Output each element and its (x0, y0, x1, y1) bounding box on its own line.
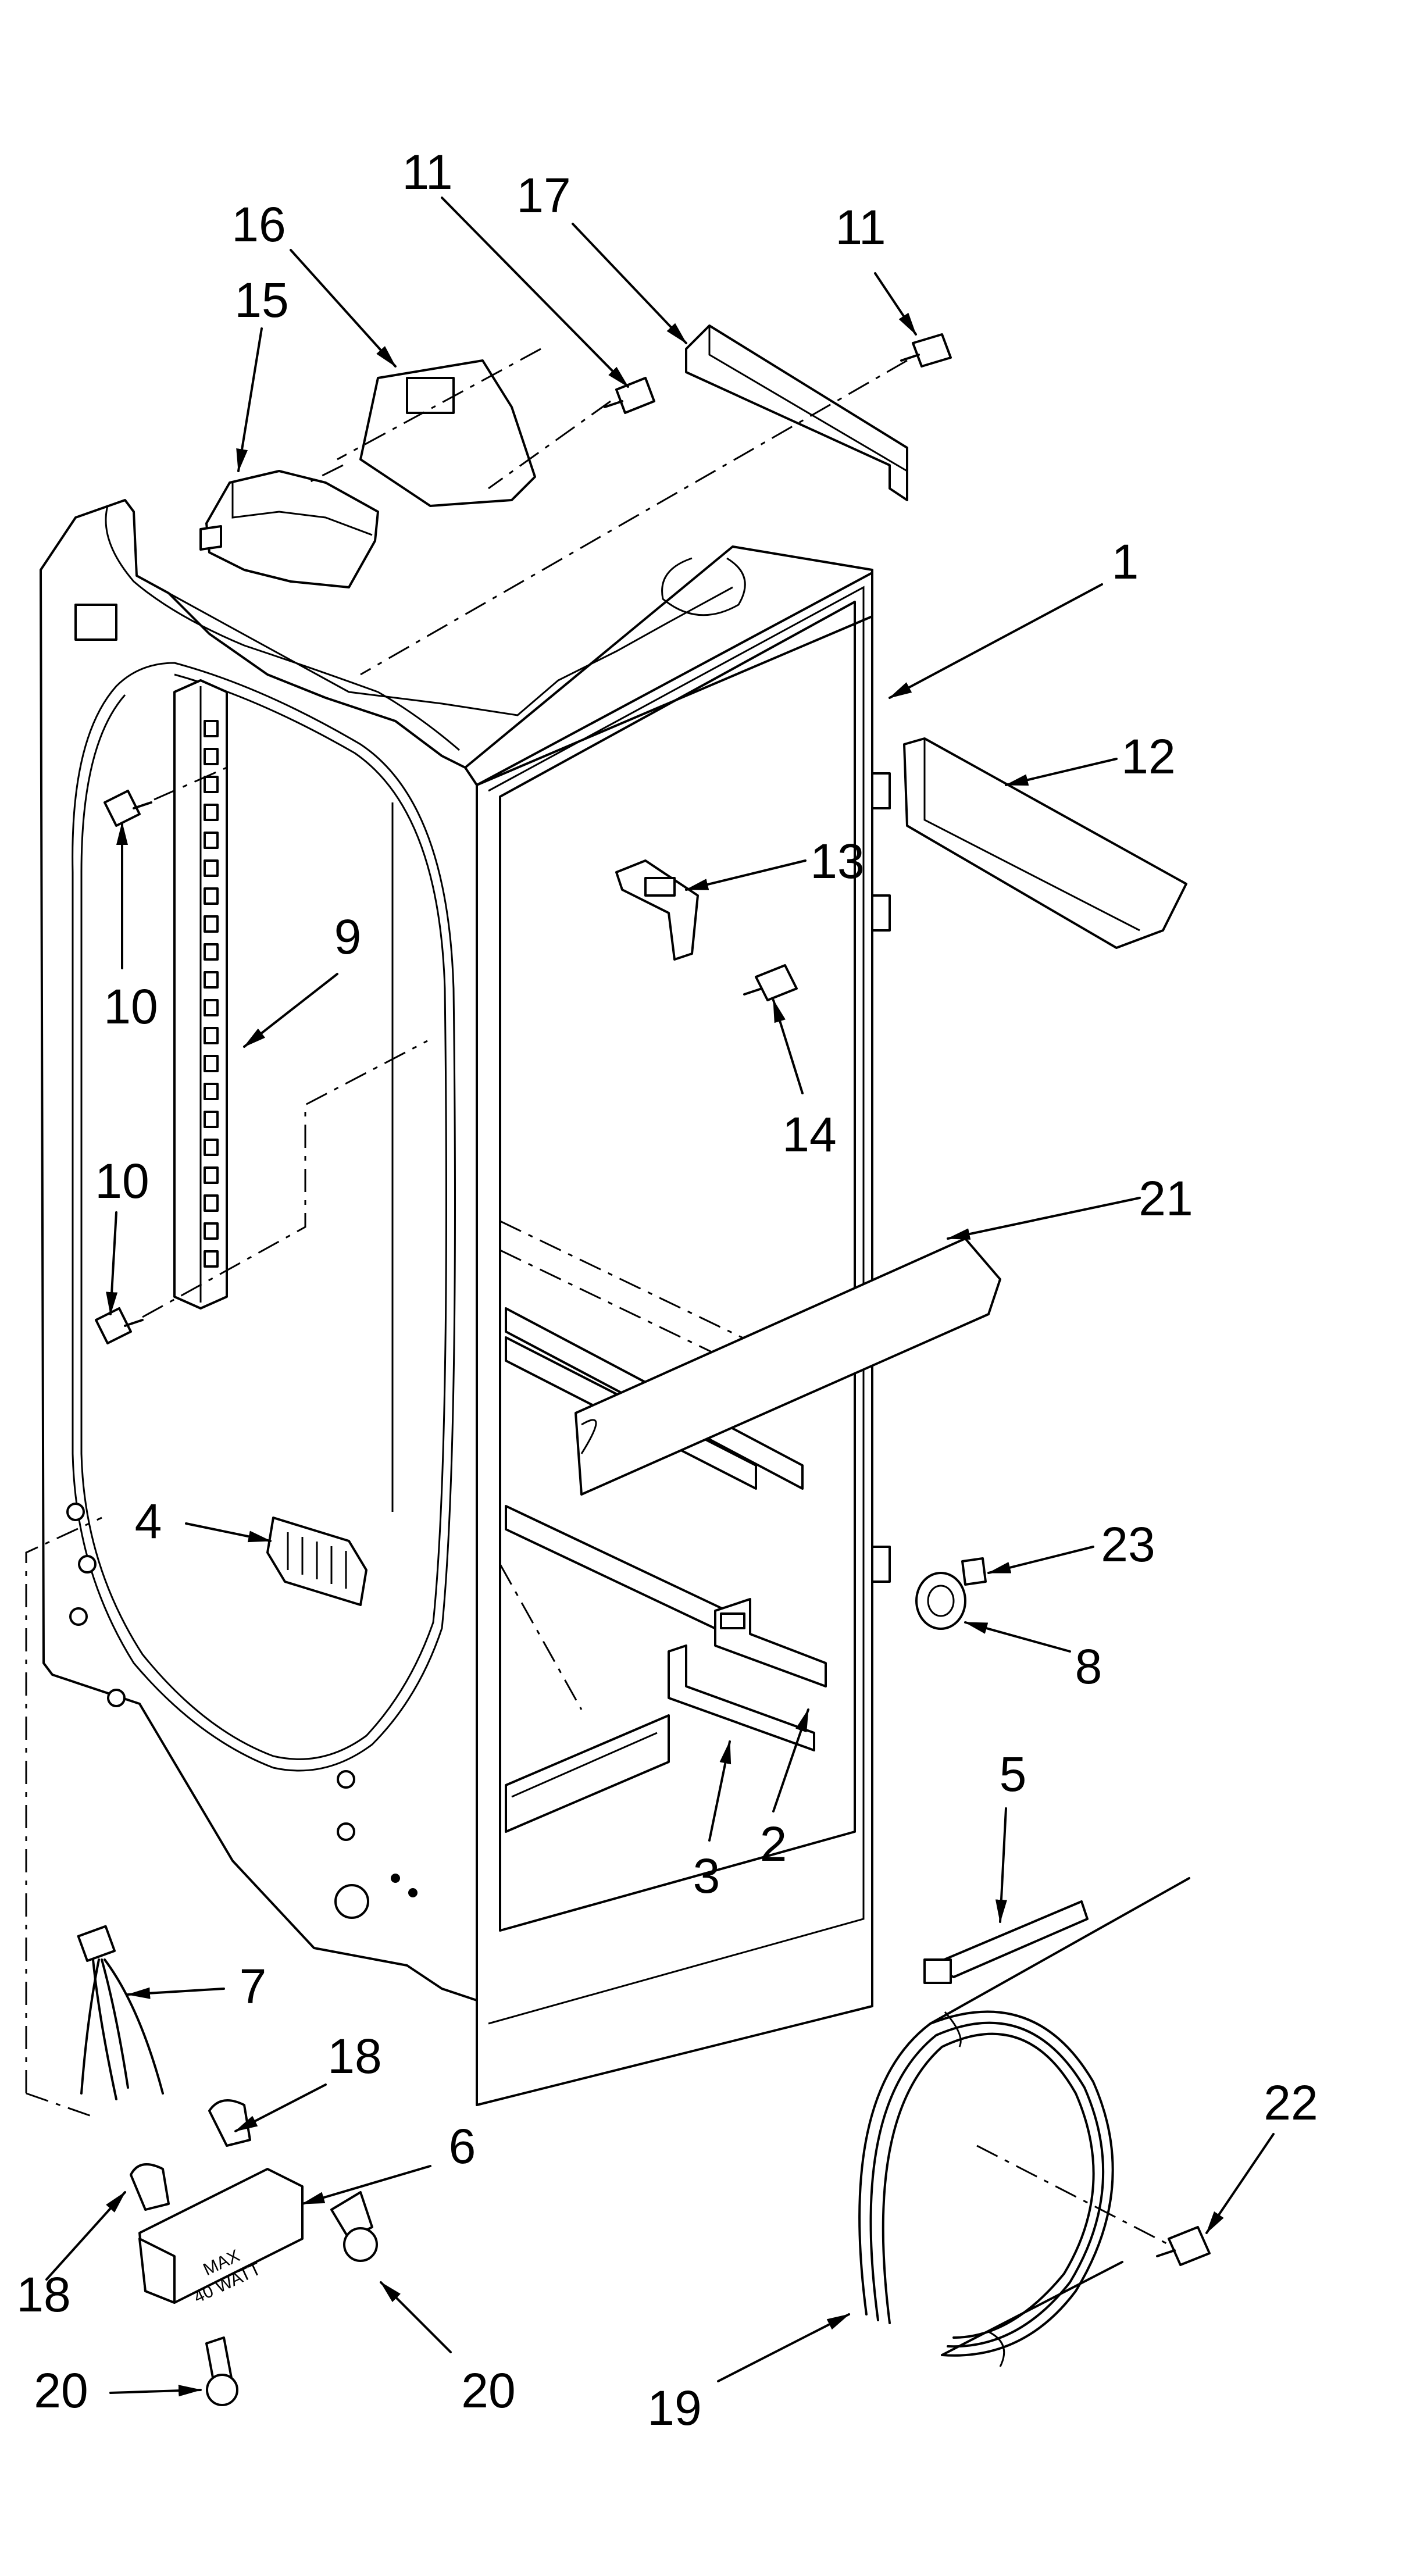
screw-22 (1156, 2226, 1211, 2266)
cabinet-shell (40, 499, 891, 2106)
pushpin-20-left (205, 2336, 238, 2406)
rail-slot (204, 748, 219, 765)
callout-15: 15 (234, 273, 288, 327)
bracket-part-3 (668, 1644, 815, 1751)
callout-labels: 16 15 11 17 11 1 12 13 9 10 14 10 21 4 2… (16, 145, 1318, 2435)
harness-routing-line-2 (26, 2092, 94, 2118)
callout-21: 21 (1139, 1171, 1193, 1226)
callout-18-lower: 18 (16, 2267, 70, 2322)
rail-slot (204, 999, 219, 1016)
rail-slot (204, 1027, 219, 1044)
harness-routing-line (25, 1517, 102, 2093)
light-socket: MAX 40 WATT (138, 2168, 304, 2307)
wiring-harness (77, 1925, 164, 2100)
rail-slot (204, 1250, 219, 1268)
callout-22: 22 (1264, 2075, 1318, 2130)
rail-slot (204, 915, 219, 933)
rail-slot (204, 720, 219, 737)
callout-9: 9 (334, 909, 362, 964)
rail-slot (204, 1194, 219, 1212)
light-bracket (308, 348, 541, 507)
callout-11-right: 11 (835, 200, 886, 255)
callout-17: 17 (516, 168, 570, 223)
light-housing (199, 470, 379, 588)
rail-slot (204, 1055, 219, 1072)
callout-1: 1 (1112, 534, 1139, 589)
rail-slot (204, 1111, 219, 1128)
callout-10-lower: 10 (95, 1154, 149, 1208)
rail-slot (204, 887, 219, 905)
callout-12: 12 (1121, 729, 1175, 784)
pushpin-20-right (330, 2191, 378, 2262)
callout-7: 7 (240, 1959, 267, 2014)
rail-slot (204, 832, 219, 849)
callout-20-right: 20 (461, 2363, 515, 2418)
callout-13: 13 (810, 834, 864, 889)
screw-14 (743, 964, 798, 1001)
water-tubing-coil (858, 1877, 1190, 2367)
callout-6: 6 (449, 2119, 476, 2174)
callout-2: 2 (760, 1817, 787, 1871)
callout-10-upper: 10 (104, 979, 158, 1034)
cable-tie (923, 1900, 1089, 1984)
rail-slot (204, 1083, 219, 1100)
rail-slot (204, 1166, 219, 1184)
callout-20-left: 20 (34, 2363, 88, 2418)
callout-23: 23 (1101, 1517, 1155, 1572)
callout-8: 8 (1075, 1639, 1102, 1694)
top-trim-rail (685, 324, 908, 501)
callout-5: 5 (1000, 1747, 1027, 1801)
rail-slot (204, 804, 219, 821)
rail-slot (204, 1222, 219, 1240)
callout-11-left: 11 (402, 145, 452, 199)
callout-4: 4 (135, 1494, 162, 1549)
rail-slot (204, 776, 219, 793)
socket-clip-upper (208, 2099, 251, 2147)
crisper-cover (575, 1237, 1001, 1496)
roller-assembly (915, 1557, 987, 1630)
shelf-support-rail (173, 679, 228, 1310)
callout-19: 19 (647, 2381, 701, 2435)
bracket-part-2 (714, 1598, 827, 1687)
screw-11b (900, 333, 952, 368)
callout-16: 16 (231, 197, 286, 252)
screw-11-centerline (360, 359, 908, 676)
rail-slot (204, 859, 219, 877)
socket-clip-lower (130, 2163, 170, 2211)
air-grille (266, 1517, 367, 1606)
rail-slot (204, 1139, 219, 1156)
rail-slot (204, 943, 219, 961)
screw-11a (604, 377, 655, 414)
mounting-bracket (615, 859, 699, 961)
leader-arrows (45, 197, 1275, 2397)
cover-channel (903, 737, 1187, 949)
callout-3: 3 (693, 1849, 720, 1903)
callout-14: 14 (782, 1107, 836, 1162)
screw-10a (104, 766, 227, 827)
rail-slot (204, 971, 219, 989)
callout-18-upper: 18 (327, 2029, 381, 2083)
